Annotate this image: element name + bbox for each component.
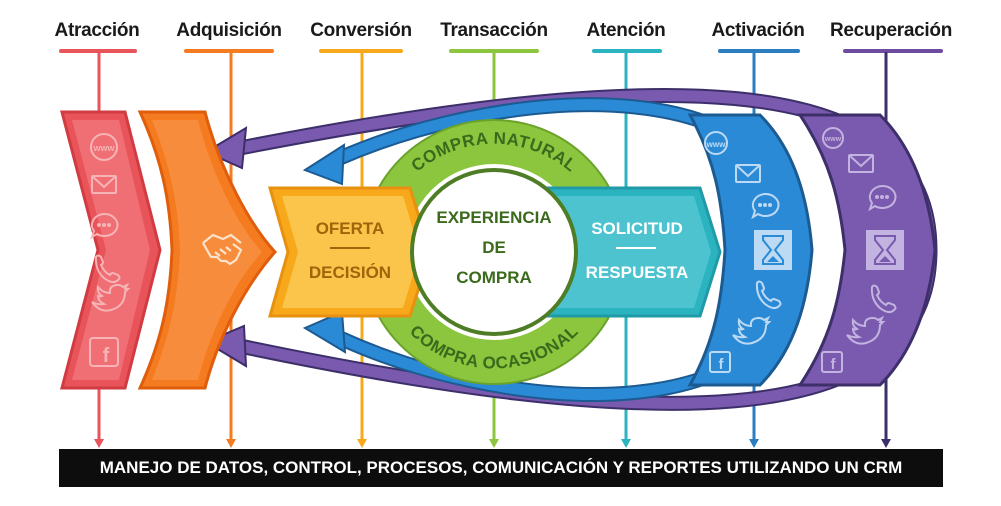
arrowhead-atraccion <box>94 439 104 448</box>
solicitud-label: SOLICITUD <box>591 219 683 238</box>
mail-icon <box>91 175 117 194</box>
oferta-box <box>268 186 432 318</box>
facebook-icon: f <box>821 351 843 373</box>
stage-label-atencion: Atención <box>586 20 666 41</box>
svg-text:f: f <box>831 356 837 373</box>
blue-arrowhead-bottom <box>302 310 347 354</box>
svg-text:www: www <box>824 136 842 143</box>
chat-icon <box>868 184 897 212</box>
hourglass-icon <box>866 230 904 270</box>
blue-arrowhead-top <box>302 143 346 186</box>
stage-underline-recuperacion <box>843 49 943 53</box>
stage-underline-conversion <box>319 49 403 53</box>
chat-icon <box>90 212 119 240</box>
svg-text:f: f <box>103 345 110 367</box>
stage-underline-activacion <box>718 49 800 53</box>
arrowhead-atencion <box>621 439 631 448</box>
atraccion-icons: www f <box>89 133 131 367</box>
respuesta-label: RESPUESTA <box>585 263 689 282</box>
atraccion-panel <box>60 110 162 390</box>
arrowhead-activacion <box>749 439 759 448</box>
stage-underline-atencion <box>592 49 662 53</box>
stage-label-activacion: Activación <box>711 20 805 41</box>
svg-text:www: www <box>706 140 726 149</box>
stage-label-recuperacion: Recuperación <box>829 20 953 41</box>
stage-underline-transaccion <box>449 49 539 53</box>
phone-icon <box>94 254 121 284</box>
mail-icon <box>735 164 761 183</box>
svg-text:www: www <box>92 143 115 153</box>
oferta-label: OFERTA <box>315 219 385 238</box>
phone-icon <box>870 284 897 314</box>
experiencia-title-line1: EXPERIENCIA <box>436 208 552 227</box>
svg-text:f: f <box>719 356 725 373</box>
stage-label-conversion: Conversión <box>310 20 412 41</box>
stage-underline-adquisicion <box>184 49 274 53</box>
experiencia-title-line3: COMPRA <box>456 268 532 287</box>
activacion-icons: www f <box>704 131 792 373</box>
phone-icon <box>755 280 782 310</box>
twitter-icon <box>846 315 886 345</box>
activacion-panel <box>687 113 814 387</box>
stage-line-arrowheads <box>94 439 891 448</box>
stage-underline-atraccion <box>59 49 137 53</box>
crm-footer-text: MANEJO DE DATOS, CONTROL, PROCESOS, COMU… <box>99 458 903 477</box>
arrowhead-adquisicion <box>226 439 236 448</box>
arrowhead-transaccion <box>489 439 499 448</box>
www-icon: www <box>822 127 844 149</box>
solicitud-box <box>546 186 722 318</box>
hourglass-icon <box>754 230 792 270</box>
arrowhead-conversion <box>357 439 367 448</box>
crm-footer-bar: MANEJO DE DATOS, CONTROL, PROCESOS, COMU… <box>59 449 943 487</box>
experiencia-inner-ring <box>410 168 578 336</box>
oferta-separator <box>330 247 370 249</box>
twitter-icon <box>732 315 772 345</box>
stage-label-adquisicion: Adquisición <box>176 20 282 41</box>
experiencia-title-line2: DE <box>482 238 506 257</box>
www-icon: www <box>90 133 118 161</box>
purple-arrowhead-top <box>203 126 248 170</box>
experiencia-title: EXPERIENCIA DE COMPRA <box>424 203 564 293</box>
facebook-icon: f <box>89 337 119 367</box>
solicitud-separator <box>616 247 656 249</box>
www-icon: www <box>704 131 728 155</box>
stage-label-transaccion: Transacción <box>440 20 548 41</box>
twitter-icon <box>91 282 131 312</box>
decision-label: DECISIÓN <box>308 263 392 282</box>
handshake-icon <box>202 233 243 266</box>
facebook-icon: f <box>709 351 731 373</box>
stage-label-atraccion: Atracción <box>54 20 140 41</box>
recuperacion-icons: www f <box>821 127 904 373</box>
mail-icon <box>848 154 874 173</box>
chat-icon <box>751 192 780 220</box>
arrowhead-recuperacion <box>881 439 891 448</box>
